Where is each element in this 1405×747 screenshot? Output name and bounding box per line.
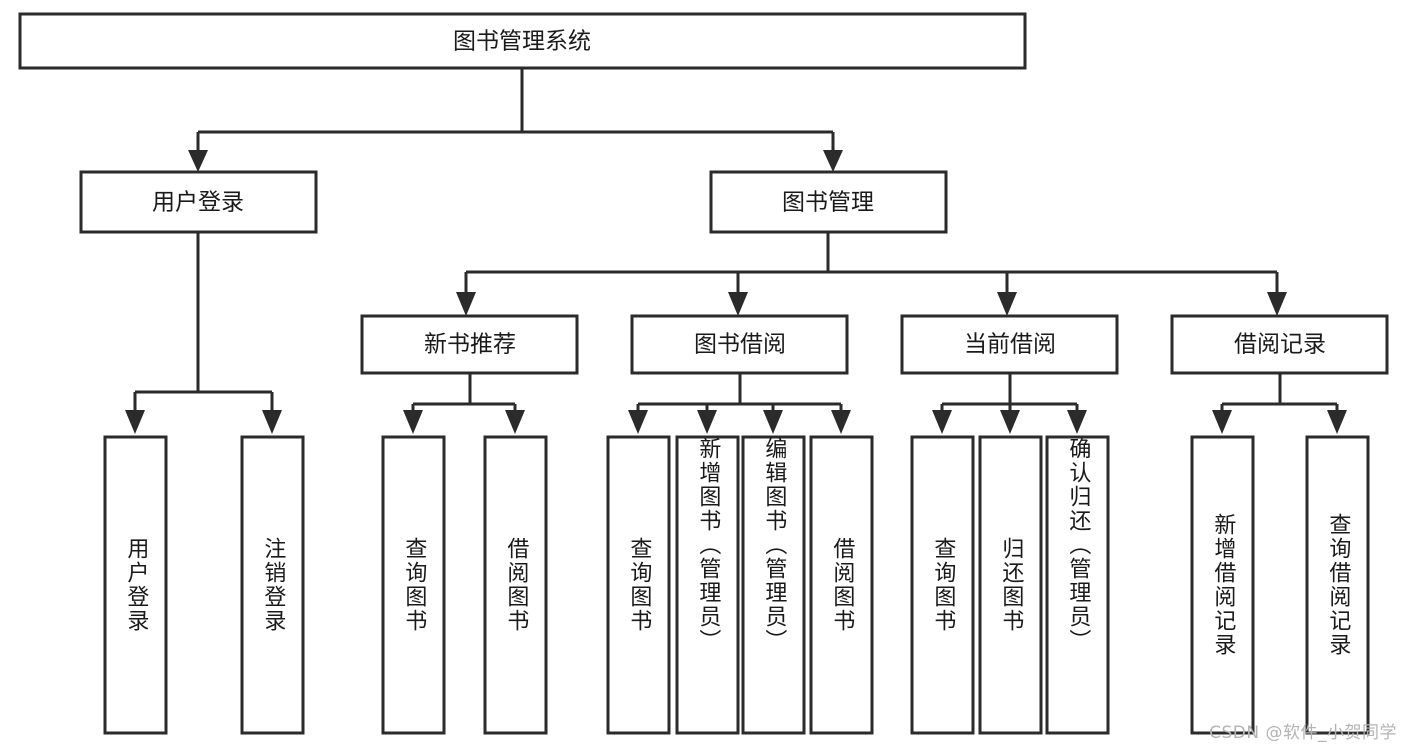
- arrowhead-newbook: [456, 292, 476, 316]
- leaf-box-records-1[interactable]: [1190, 435, 1255, 735]
- node-user-login-label: 用户登录: [152, 190, 244, 216]
- node-current-borrow-label: 当前借阅: [964, 332, 1056, 358]
- arrowhead-cb-leaf-1: [932, 410, 952, 434]
- node-book-management[interactable]: 图书管理: [709, 170, 948, 234]
- node-root-label: 图书管理系统: [453, 29, 591, 55]
- leaf-box-newbook-2[interactable]: [483, 435, 548, 735]
- node-root-box[interactable]: [18, 12, 1027, 70]
- node-user-login[interactable]: 用户登录: [79, 170, 318, 234]
- node-new-book-recommend[interactable]: 新书推荐: [360, 314, 579, 375]
- leaf-box-borrow-1[interactable]: [606, 435, 671, 735]
- arrowhead-nbr-leaf-2: [505, 410, 525, 434]
- node-book-borrow-label: 图书借阅: [694, 332, 786, 358]
- node-borrow-records-box[interactable]: [1170, 314, 1389, 375]
- arrowhead-bb-leaf-3: [763, 410, 783, 434]
- arrowhead-ul-leaf-2: [262, 410, 282, 434]
- node-book-management-label: 图书管理: [782, 190, 874, 216]
- arrowhead-current: [997, 292, 1017, 316]
- leaf-box-user-login-2[interactable]: [240, 435, 305, 735]
- leaf-box-newbook-1[interactable]: [381, 435, 446, 735]
- arrowhead-nbr-leaf-1: [403, 410, 423, 434]
- arrowhead-records: [1267, 292, 1287, 316]
- arrowhead-book-mgmt: [823, 150, 843, 172]
- arrowhead-borrow: [728, 292, 748, 316]
- arrowhead-bb-leaf-2: [697, 410, 717, 434]
- leaf-box-records-2[interactable]: [1305, 435, 1370, 735]
- arrowhead-cb-leaf-3: [1067, 410, 1087, 434]
- arrowhead-user-login: [188, 150, 208, 172]
- leaf-box-borrow-2[interactable]: [675, 435, 740, 735]
- node-current-borrow-box[interactable]: [900, 314, 1119, 375]
- node-current-borrow[interactable]: 当前借阅: [900, 314, 1119, 375]
- node-book-borrow-box[interactable]: [630, 314, 849, 375]
- node-borrow-records[interactable]: 借阅记录: [1170, 314, 1389, 375]
- arrowhead-ul-leaf-1: [125, 410, 145, 434]
- leaf-box-user-login-1[interactable]: [103, 435, 168, 735]
- node-root[interactable]: 图书管理系统: [18, 12, 1027, 70]
- leaf-box-current-1[interactable]: [910, 435, 975, 735]
- arrowhead-cb-leaf-2: [1000, 410, 1020, 434]
- node-new-book-recommend-box[interactable]: [360, 314, 579, 375]
- arrowhead-bb-leaf-4: [831, 410, 851, 434]
- node-new-book-recommend-label: 新书推荐: [424, 332, 516, 358]
- node-borrow-records-label: 借阅记录: [1234, 332, 1326, 358]
- leaf-box-borrow-4[interactable]: [809, 435, 874, 735]
- arrowhead-br-leaf-1: [1212, 410, 1232, 434]
- arrowhead-bb-leaf-1: [628, 410, 648, 434]
- leaf-box-current-2[interactable]: [978, 435, 1043, 735]
- csdn-watermark: CSDN @软件_小贺同学: [1209, 723, 1397, 743]
- node-book-borrow[interactable]: 图书借阅: [630, 314, 849, 375]
- leaf-box-borrow-3[interactable]: [741, 435, 806, 735]
- arrowhead-br-leaf-2: [1327, 410, 1347, 434]
- leaf-box-current-3[interactable]: [1045, 435, 1110, 735]
- node-book-management-box[interactable]: [709, 170, 948, 234]
